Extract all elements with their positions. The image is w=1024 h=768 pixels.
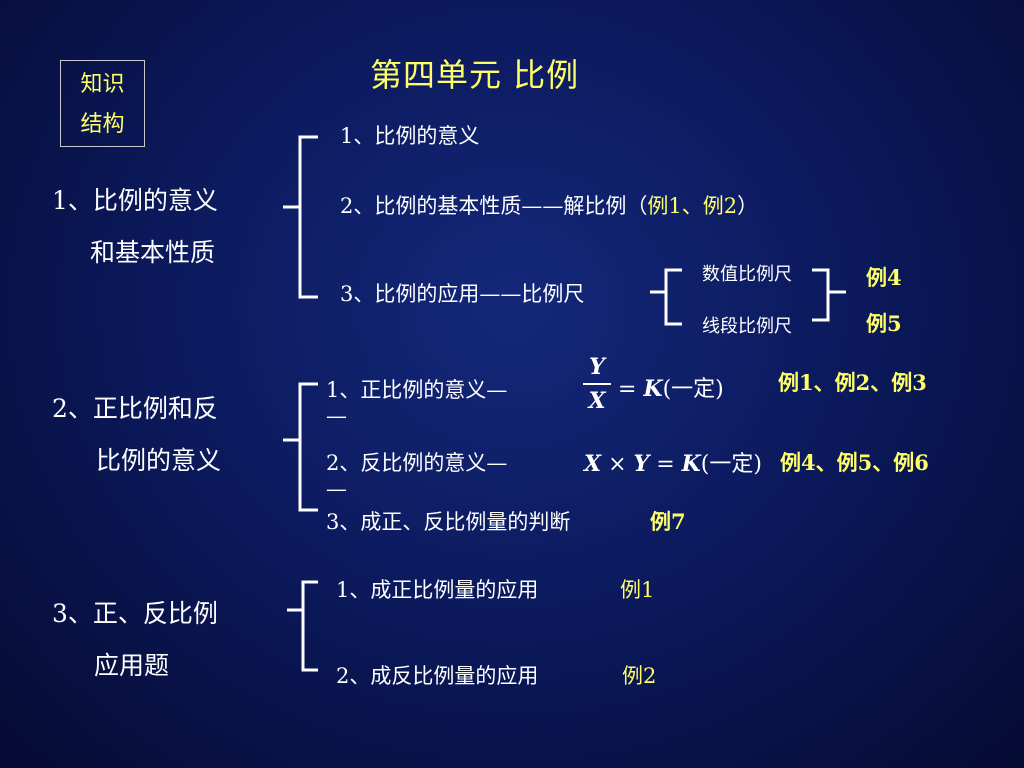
section2-item2-examples: 例4、例5、例6: [780, 450, 929, 475]
section2-item2-cont: —: [326, 477, 347, 501]
section1-item2: 2、比例的基本性质——解比例（例1、例2）: [340, 190, 758, 220]
section2-bracket: [298, 382, 318, 512]
section2-item3-examples: 例7: [650, 509, 686, 534]
section1-bracket: [298, 135, 318, 299]
fraction-numerator: Y: [589, 354, 605, 380]
scale-bracket-left: [664, 268, 682, 326]
section1-label-line1: 1、比例的意义: [52, 186, 218, 215]
formula1-tail: (一定): [662, 377, 724, 402]
formula2-times: ×: [608, 452, 627, 477]
section3-item1: 1、成正比例量的应用: [336, 578, 539, 602]
numeric-scale-label: 数值比例尺: [702, 264, 792, 285]
section2-item1-examples: 例1、例2、例3: [778, 370, 927, 395]
section1-item2-examples: 例1、例2: [647, 194, 738, 218]
formula1-eq: =: [618, 377, 637, 402]
knowledge-box-line1: 知识: [80, 72, 125, 97]
section1-item2-text: 2、比例的基本性质——解比例（: [340, 194, 648, 218]
section1-item1: 1、比例的意义: [340, 124, 480, 148]
fraction-denominator: X: [588, 388, 606, 414]
section2-item1: 1、正比例的意义—: [326, 378, 508, 402]
section2-item2: 2、反比例的意义—: [326, 451, 508, 475]
scale-bracket-right: [812, 268, 830, 322]
section1-item2-close: ）: [737, 194, 759, 218]
formula2-eq: =: [656, 452, 675, 477]
section1-label-line2: 和基本性质: [90, 238, 216, 267]
line-scale-label: 线段比例尺: [702, 316, 792, 337]
knowledge-box-line2: 结构: [80, 112, 125, 137]
section1-item3: 3、比例的应用——比例尺: [340, 282, 585, 306]
section3-item2-examples: 例2: [622, 664, 657, 688]
formula2-y: Y: [633, 451, 650, 477]
section3-item2: 2、成反比例量的应用: [336, 664, 539, 688]
page-title: 第四单元 比例: [370, 56, 580, 94]
formula2-tail: (一定): [700, 452, 762, 477]
formula2-k: K: [681, 451, 701, 477]
section3-item1-examples: 例1: [620, 578, 655, 602]
section3-label: 3、正、反比例 应用题: [52, 588, 218, 692]
section2-item3: 3、成正、反比例量的判断: [326, 510, 571, 534]
scale-example-5: 例5: [866, 311, 902, 336]
fraction-bar: [583, 383, 611, 385]
section3-bracket: [301, 580, 318, 672]
section2-label-line1: 2、正比例和反: [52, 394, 218, 423]
direct-proportion-formula-rhs: = K(一定): [618, 371, 724, 403]
formula1-k: K: [643, 376, 663, 402]
knowledge-structure-box: 知识 结构: [60, 60, 145, 147]
section2-label-line2: 比例的意义: [96, 446, 222, 475]
section3-label-line1: 3、正、反比例: [52, 599, 218, 628]
section1-label: 1、比例的意义 和基本性质: [52, 175, 218, 279]
section2-label: 2、正比例和反 比例的意义: [52, 383, 221, 487]
section2-item1-cont: —: [326, 404, 347, 428]
section3-label-line2: 应用题: [94, 651, 170, 680]
formula2-x: X: [584, 451, 602, 477]
inverse-proportion-formula: X × Y = K(一定): [584, 446, 762, 478]
direct-proportion-fraction: Y X: [583, 352, 611, 416]
scale-example-4: 例4: [866, 265, 902, 290]
